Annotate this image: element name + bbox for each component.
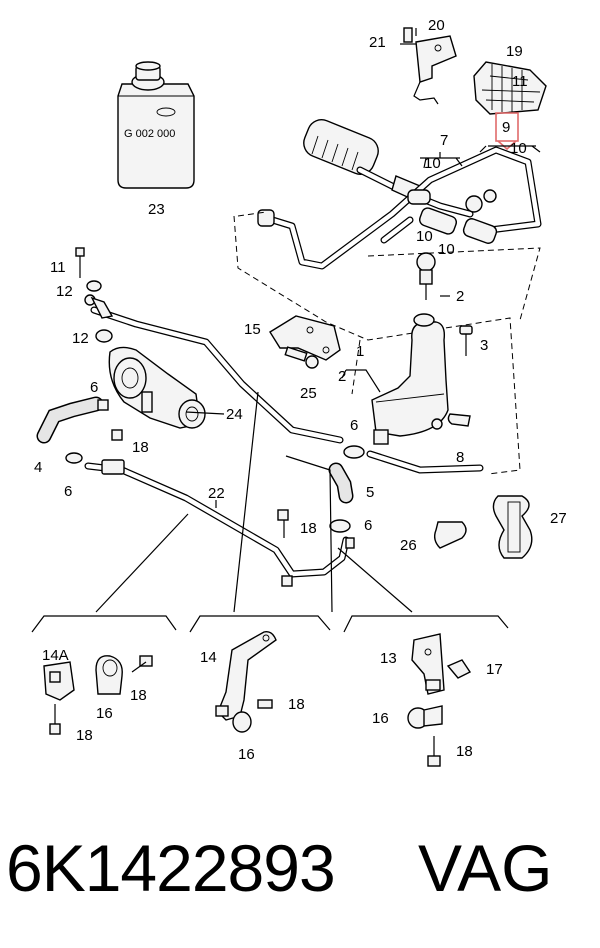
bracket-15 <box>269 315 341 369</box>
reservoir <box>371 252 473 445</box>
callout-8: 8 <box>456 449 464 466</box>
callout-14a: 14A <box>42 647 69 664</box>
callout-18e: 18 <box>288 696 305 713</box>
callout-10b: 10 <box>416 228 433 245</box>
callout-18a: 18 <box>300 520 317 537</box>
callout-17: 17 <box>486 661 503 678</box>
callout-22: 22 <box>208 485 225 502</box>
callout-20: 20 <box>428 17 445 34</box>
callout-5: 5 <box>366 484 374 501</box>
callout-11b: 11 <box>512 73 528 90</box>
callout-25: 25 <box>300 385 317 402</box>
part-number: 6K1422893 <box>6 831 336 905</box>
callout-26: 26 <box>400 537 417 554</box>
leader-lines <box>31 28 541 633</box>
callout-16c: 16 <box>372 710 389 727</box>
callout-18c: 18 <box>130 687 147 704</box>
callout-14: 14 <box>200 649 217 666</box>
clips <box>433 495 533 559</box>
detail-14a <box>43 655 153 735</box>
callout-6a: 6 <box>350 417 358 434</box>
brand-label: VAG <box>418 831 553 905</box>
callout-13: 13 <box>380 650 397 667</box>
callout-1: 1 <box>356 343 364 360</box>
callout-27: 27 <box>550 510 567 527</box>
detail-14 <box>215 630 277 733</box>
callout-2-top: 2 <box>456 288 464 305</box>
exploded-parts-diagram: G 002 000 <box>31 17 567 767</box>
footer: 6K1422893 VAG <box>0 818 600 928</box>
callout-10d: 10 <box>510 140 527 157</box>
highlight-box <box>495 112 519 142</box>
oil-can: G 002 000 <box>117 61 195 189</box>
pump-assembly <box>36 247 484 587</box>
callout-18d: 18 <box>76 727 93 744</box>
callout-12b: 12 <box>72 330 89 347</box>
callout-7: 7 <box>440 132 448 149</box>
callout-23: 23 <box>148 201 165 218</box>
callout-16a: 16 <box>96 705 113 722</box>
callout-4: 4 <box>34 459 42 476</box>
callout-6b: 6 <box>364 517 372 534</box>
callout-10a: 10 <box>424 155 441 172</box>
callout-24: 24 <box>226 406 243 423</box>
callout-21: 21 <box>369 34 386 51</box>
leader-frame <box>233 211 541 475</box>
callout-6d: 6 <box>64 483 72 500</box>
steering-rack <box>257 119 542 270</box>
callout-10c: 10 <box>438 241 455 258</box>
callout-16b: 16 <box>238 746 255 763</box>
callout-9: 9 <box>502 119 510 136</box>
callout-2-mid: 2 <box>338 368 346 385</box>
detail-13 <box>407 633 472 767</box>
oil-can-label: G 002 000 <box>124 128 175 140</box>
callout-11a: 11 <box>50 259 66 276</box>
callout-18b: 18 <box>132 439 149 456</box>
callout-labels: 21 20 19 11 9 10 7 10 10 10 2 3 1 2 15 2… <box>34 17 567 763</box>
callout-3: 3 <box>480 337 488 354</box>
callout-6c: 6 <box>90 379 98 396</box>
reservoir-bracket <box>400 27 547 115</box>
callout-18f: 18 <box>456 743 473 760</box>
callout-15: 15 <box>244 321 261 338</box>
callout-12a: 12 <box>56 283 73 300</box>
callout-19: 19 <box>506 43 523 60</box>
